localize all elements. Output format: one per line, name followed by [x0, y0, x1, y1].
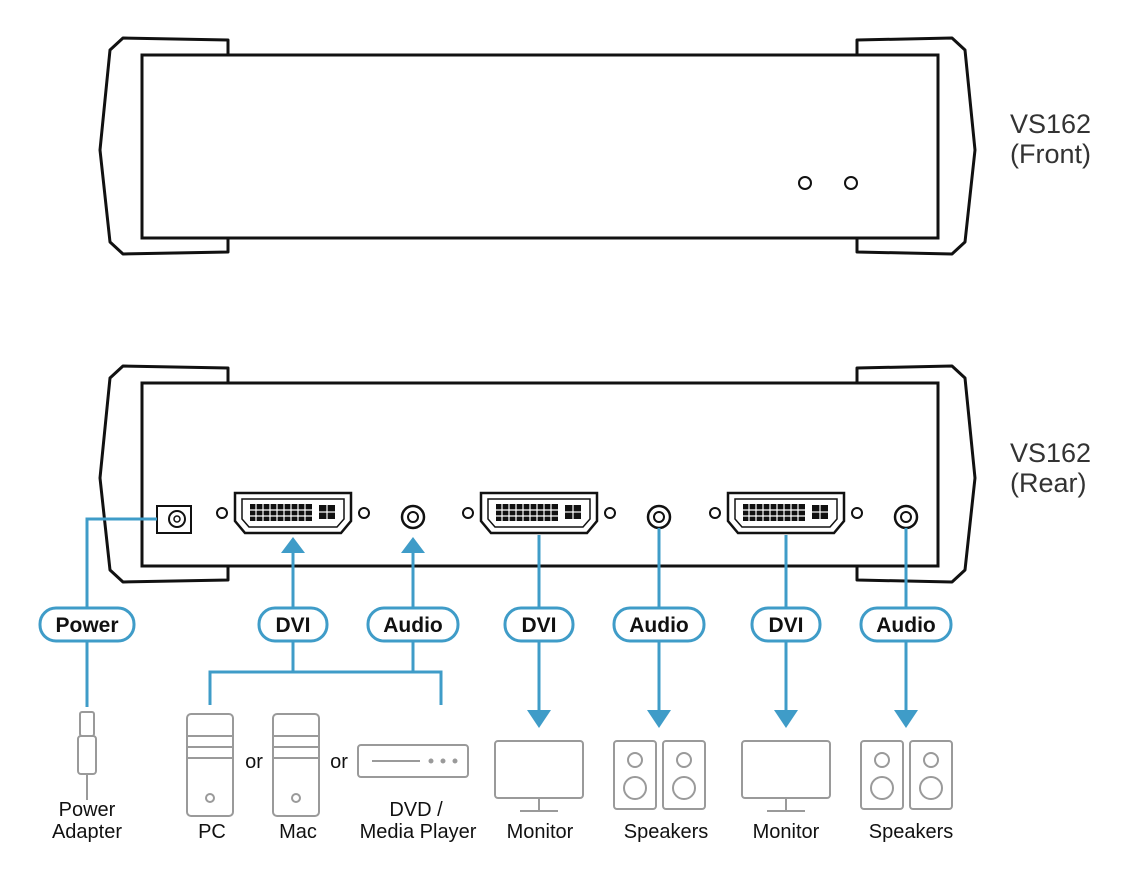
dvi-port-icon: [462, 491, 616, 535]
audio-out1-pill: [612, 606, 706, 643]
power-jack-icon: [156, 505, 192, 534]
pill-labels: Power DVI Audio DVI Audio DVI Audio: [38, 606, 953, 643]
audio-out2-pill-label: Audio: [876, 614, 935, 637]
speakers2-label: Speakers: [869, 821, 954, 843]
monitor-icon: [494, 740, 584, 812]
arrowheads: [281, 537, 918, 728]
speakers-icon: [860, 740, 953, 810]
power-adapter-plug-icon: [77, 711, 97, 800]
arrow-down-icon: [774, 710, 798, 728]
power-cable-line: [85, 517, 157, 608]
mac-label: Mac: [279, 821, 317, 843]
audio-jack-icon: [400, 504, 426, 530]
dvd-player-icon: [357, 744, 469, 778]
audio-out2-pill: [859, 606, 953, 643]
arrow-down-icon: [894, 710, 918, 728]
monitor-icon: [741, 740, 831, 812]
pc-label: PC: [198, 821, 226, 843]
power-adapter-label-line1: Power: [59, 799, 116, 821]
audio-in-pill-label: Audio: [383, 614, 442, 637]
dvi-in-pill-label: DVI: [275, 614, 310, 637]
audio-in-pill: [366, 606, 460, 643]
led-indicator-icon: [798, 176, 812, 190]
led-indicator-icon: [844, 176, 858, 190]
connection-lines: [85, 517, 908, 712]
or-separator: or: [245, 751, 263, 773]
audio-jack-icon: [646, 504, 672, 530]
power-adapter-label-line2: Adapter: [52, 821, 122, 843]
front-view-label: (Front): [1010, 139, 1091, 169]
dvi-out1-pill-label: DVI: [521, 614, 556, 637]
pc-tower-icon: [186, 713, 234, 817]
source-bus-line: [208, 670, 443, 705]
dvd-label-line2: Media Player: [360, 821, 477, 843]
speakers-icon: [613, 740, 706, 810]
dvd-label-line1: DVD /: [389, 799, 443, 821]
devices: [77, 711, 953, 817]
rear-unit: VS162 (Rear): [98, 364, 1091, 584]
audio-jack-icon: [893, 504, 919, 530]
monitor2-label: Monitor: [753, 821, 820, 843]
monitor1-label: Monitor: [507, 821, 574, 843]
dvi-out1-pill: [503, 606, 575, 643]
mac-tower-icon: [272, 713, 320, 817]
dvi-port-icon: [709, 491, 863, 535]
device-labels: Power Adapter PC Mac DVD / Media Player …: [52, 799, 953, 843]
dvi-out2-pill-label: DVI: [768, 614, 803, 637]
power-pill-label: Power: [55, 614, 118, 637]
arrow-down-icon: [527, 710, 551, 728]
speakers1-label: Speakers: [624, 821, 709, 843]
arrow-up-icon: [401, 537, 425, 553]
dvi-in-pill: [257, 606, 329, 643]
front-body: [140, 53, 940, 240]
audio-out1-pill-label: Audio: [629, 614, 688, 637]
dvi-out2-pill: [750, 606, 822, 643]
rear-model-label: VS162: [1010, 438, 1091, 468]
rear-view-label: (Rear): [1010, 468, 1087, 498]
arrow-up-icon: [281, 537, 305, 553]
power-pill: [38, 606, 136, 643]
arrow-down-icon: [647, 710, 671, 728]
dvi-port-icon: [216, 491, 370, 535]
front-unit: VS162 (Front): [98, 36, 1091, 256]
or-separator: or: [330, 751, 348, 773]
front-model-label: VS162: [1010, 109, 1091, 139]
